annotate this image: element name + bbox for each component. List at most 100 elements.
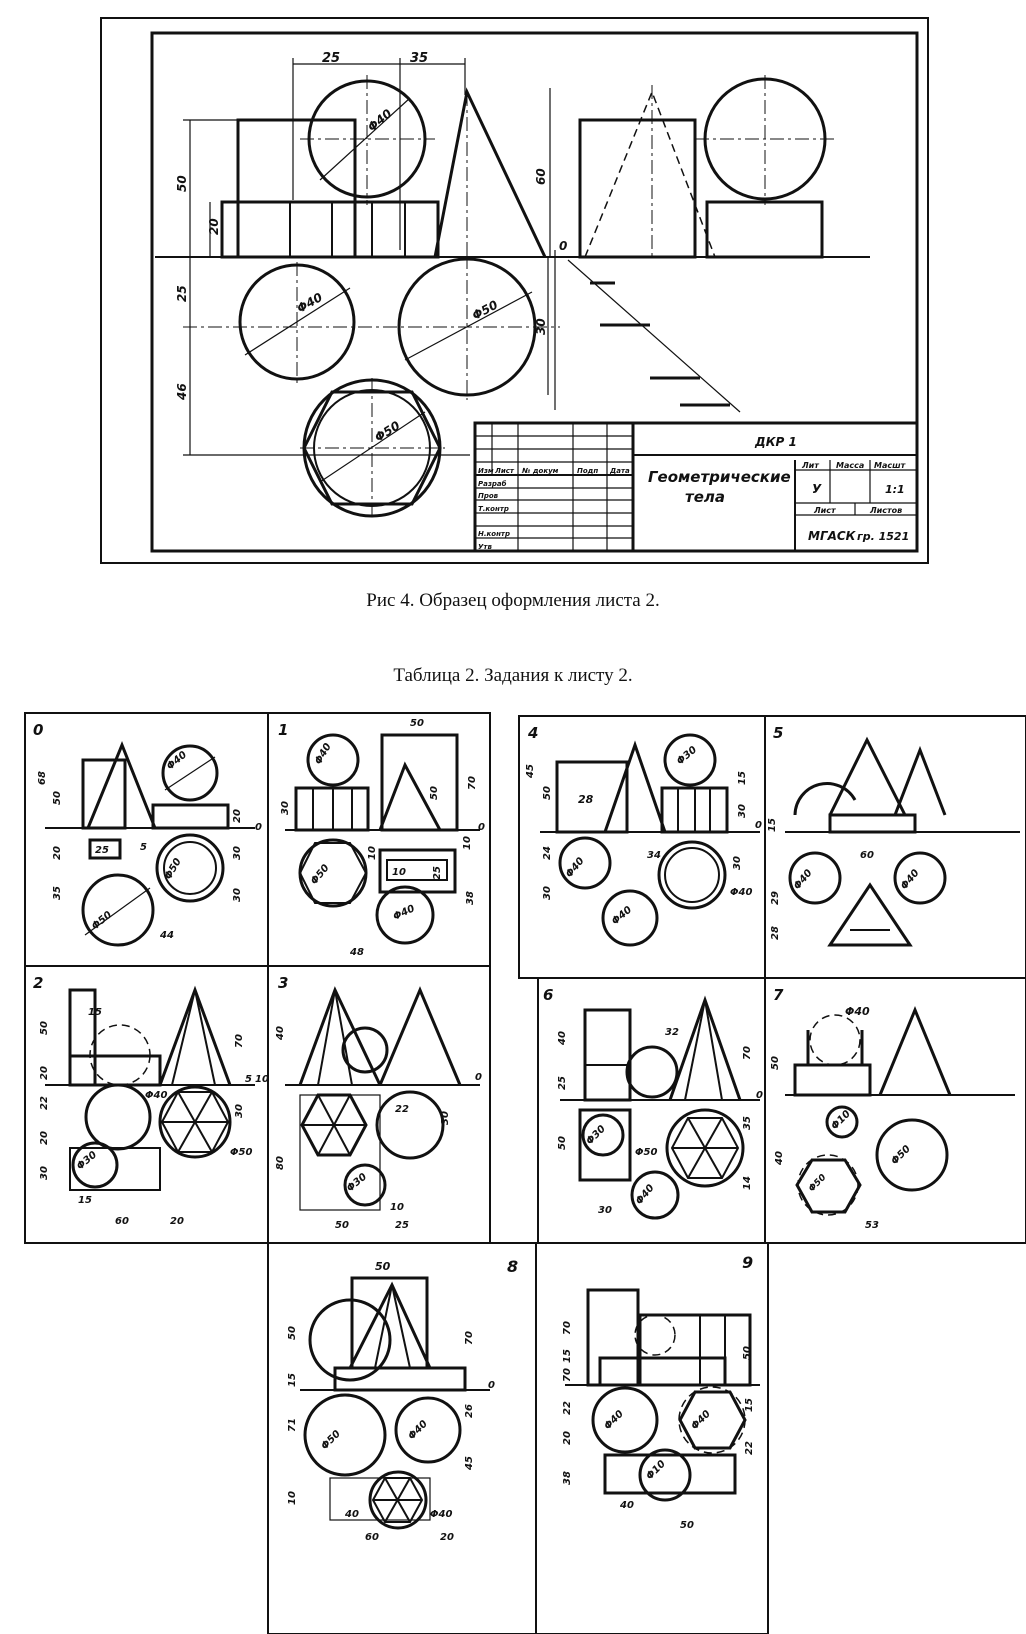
svg-text:20: 20 xyxy=(52,846,63,860)
svg-text:0: 0 xyxy=(755,820,762,831)
task-panel-7 xyxy=(764,977,1026,1244)
task-0-drawing: 0 68 50 Φ40 20 0 20 25 5 Φ50 30 35 30 Φ5… xyxy=(33,721,262,947)
svg-text:68: 68 xyxy=(37,771,48,785)
task-panel-9 xyxy=(535,1242,769,1634)
svg-text:44: 44 xyxy=(159,930,174,941)
dim-25-left: 25 xyxy=(175,285,189,302)
svg-text:60: 60 xyxy=(115,1216,129,1227)
svg-text:0: 0 xyxy=(475,1072,482,1083)
svg-text:25: 25 xyxy=(95,845,109,856)
svg-text:Листов: Листов xyxy=(869,506,902,515)
svg-text:50: 50 xyxy=(375,1260,391,1273)
svg-text:10: 10 xyxy=(462,836,473,850)
svg-text:26: 26 xyxy=(464,1404,475,1418)
title-line1: Геометрические xyxy=(648,468,791,486)
svg-text:50: 50 xyxy=(770,1056,781,1070)
svg-text:3: 3 xyxy=(278,974,288,992)
dim-0: 0 xyxy=(559,239,567,253)
svg-text:Φ40: Φ40 xyxy=(610,904,634,927)
svg-text:1: 1 xyxy=(278,721,288,739)
task-9-drawing: 9 70 15 70 50 22 Φ40 Φ40 15 20 Φ10 22 38… xyxy=(562,1253,760,1531)
svg-text:50: 50 xyxy=(52,791,63,805)
svg-text:Подп: Подп xyxy=(577,467,598,475)
svg-text:Пров: Пров xyxy=(478,492,499,500)
figure-4-caption: Рис 4. Образец оформления листа 2. xyxy=(366,590,660,611)
svg-text:Φ50: Φ50 xyxy=(807,1173,828,1194)
svg-text:60: 60 xyxy=(365,1532,379,1543)
svg-text:20: 20 xyxy=(562,1431,573,1445)
svg-text:0: 0 xyxy=(756,1090,763,1101)
svg-text:Лит: Лит xyxy=(801,461,820,470)
svg-text:30: 30 xyxy=(732,856,743,870)
svg-text:Φ40: Φ40 xyxy=(313,742,334,767)
svg-text:15: 15 xyxy=(562,1349,573,1363)
svg-text:0: 0 xyxy=(255,822,262,833)
svg-text:№ докум: № докум xyxy=(521,467,559,475)
svg-text:53: 53 xyxy=(865,1220,879,1231)
svg-text:40: 40 xyxy=(619,1500,634,1511)
svg-text:25: 25 xyxy=(432,866,443,880)
task-panel-5 xyxy=(764,715,1026,979)
svg-text:Φ50: Φ50 xyxy=(230,1147,252,1158)
svg-text:Φ40: Φ40 xyxy=(602,1408,626,1432)
svg-text:60: 60 xyxy=(860,850,874,861)
svg-text:20: 20 xyxy=(39,1131,50,1145)
title-code: ДКР 1 xyxy=(754,435,797,449)
svg-text:6: 6 xyxy=(543,986,553,1004)
svg-text:Φ40: Φ40 xyxy=(406,1418,430,1442)
svg-text:40: 40 xyxy=(774,1151,785,1166)
svg-text:30: 30 xyxy=(598,1205,612,1216)
svg-text:Дата: Дата xyxy=(609,467,630,475)
svg-text:15: 15 xyxy=(767,818,778,832)
svg-text:50: 50 xyxy=(742,1346,753,1360)
title-block: Изм Лист № докум Подп Дата Разраб Пров Т… xyxy=(473,421,919,553)
task-4-drawing: 4 Φ30 45 50 28 15 30 0 24 34 30 Φ40 30 Φ… xyxy=(525,724,762,947)
svg-text:22: 22 xyxy=(744,1441,755,1455)
svg-text:Φ50: Φ50 xyxy=(319,1428,343,1452)
task-0-number: 0 xyxy=(33,721,43,739)
svg-text:Φ40: Φ40 xyxy=(165,749,189,772)
title-line2: тела xyxy=(685,488,725,506)
svg-text:25: 25 xyxy=(395,1220,409,1231)
svg-text:Лист: Лист xyxy=(813,506,837,515)
svg-text:15: 15 xyxy=(88,1007,102,1018)
svg-text:20: 20 xyxy=(170,1216,184,1227)
svg-text:50: 50 xyxy=(287,1326,298,1340)
table-2-caption: Таблица 2. Задания к листу 2. xyxy=(393,665,633,686)
svg-text:Т.контр: Т.контр xyxy=(478,505,509,513)
svg-text:14: 14 xyxy=(742,1176,753,1190)
svg-text:20: 20 xyxy=(232,809,243,823)
svg-text:Φ50: Φ50 xyxy=(889,1143,913,1167)
svg-text:Изм: Изм xyxy=(478,467,494,475)
svg-text:Масшт: Масшт xyxy=(874,461,907,470)
svg-text:30: 30 xyxy=(232,888,243,902)
svg-text:50: 50 xyxy=(335,1220,349,1231)
task-2-drawing: 2 15 50 70 20 5 10 Φ40 22 30 20 Φ50 30 Φ… xyxy=(33,974,269,1227)
svg-text:Φ40: Φ40 xyxy=(899,868,922,892)
svg-text:У: У xyxy=(812,482,822,496)
svg-text:40: 40 xyxy=(344,1509,359,1520)
svg-text:22: 22 xyxy=(39,1096,50,1110)
svg-text:45: 45 xyxy=(464,1456,475,1471)
dim-46: 46 xyxy=(175,383,189,401)
svg-text:29: 29 xyxy=(770,891,781,905)
group-name: гр. 1521 xyxy=(857,530,909,543)
svg-text:45: 45 xyxy=(525,764,536,779)
org-name: МГАСК xyxy=(808,529,857,543)
task-panel-3 xyxy=(267,965,491,1244)
dim-25: 25 xyxy=(322,51,340,66)
svg-text:30: 30 xyxy=(440,1111,451,1125)
svg-text:Φ40: Φ40 xyxy=(689,1408,713,1432)
svg-text:10: 10 xyxy=(287,1491,298,1505)
svg-text:10: 10 xyxy=(367,846,378,860)
svg-text:Φ10: Φ10 xyxy=(644,1458,668,1482)
svg-text:2: 2 xyxy=(33,974,43,992)
svg-text:Φ40: Φ40 xyxy=(730,887,752,898)
svg-text:20: 20 xyxy=(39,1066,50,1080)
dim-20: 20 xyxy=(207,218,221,235)
svg-text:70: 70 xyxy=(562,1368,573,1382)
svg-text:30: 30 xyxy=(737,804,748,818)
svg-text:50: 50 xyxy=(680,1520,694,1531)
